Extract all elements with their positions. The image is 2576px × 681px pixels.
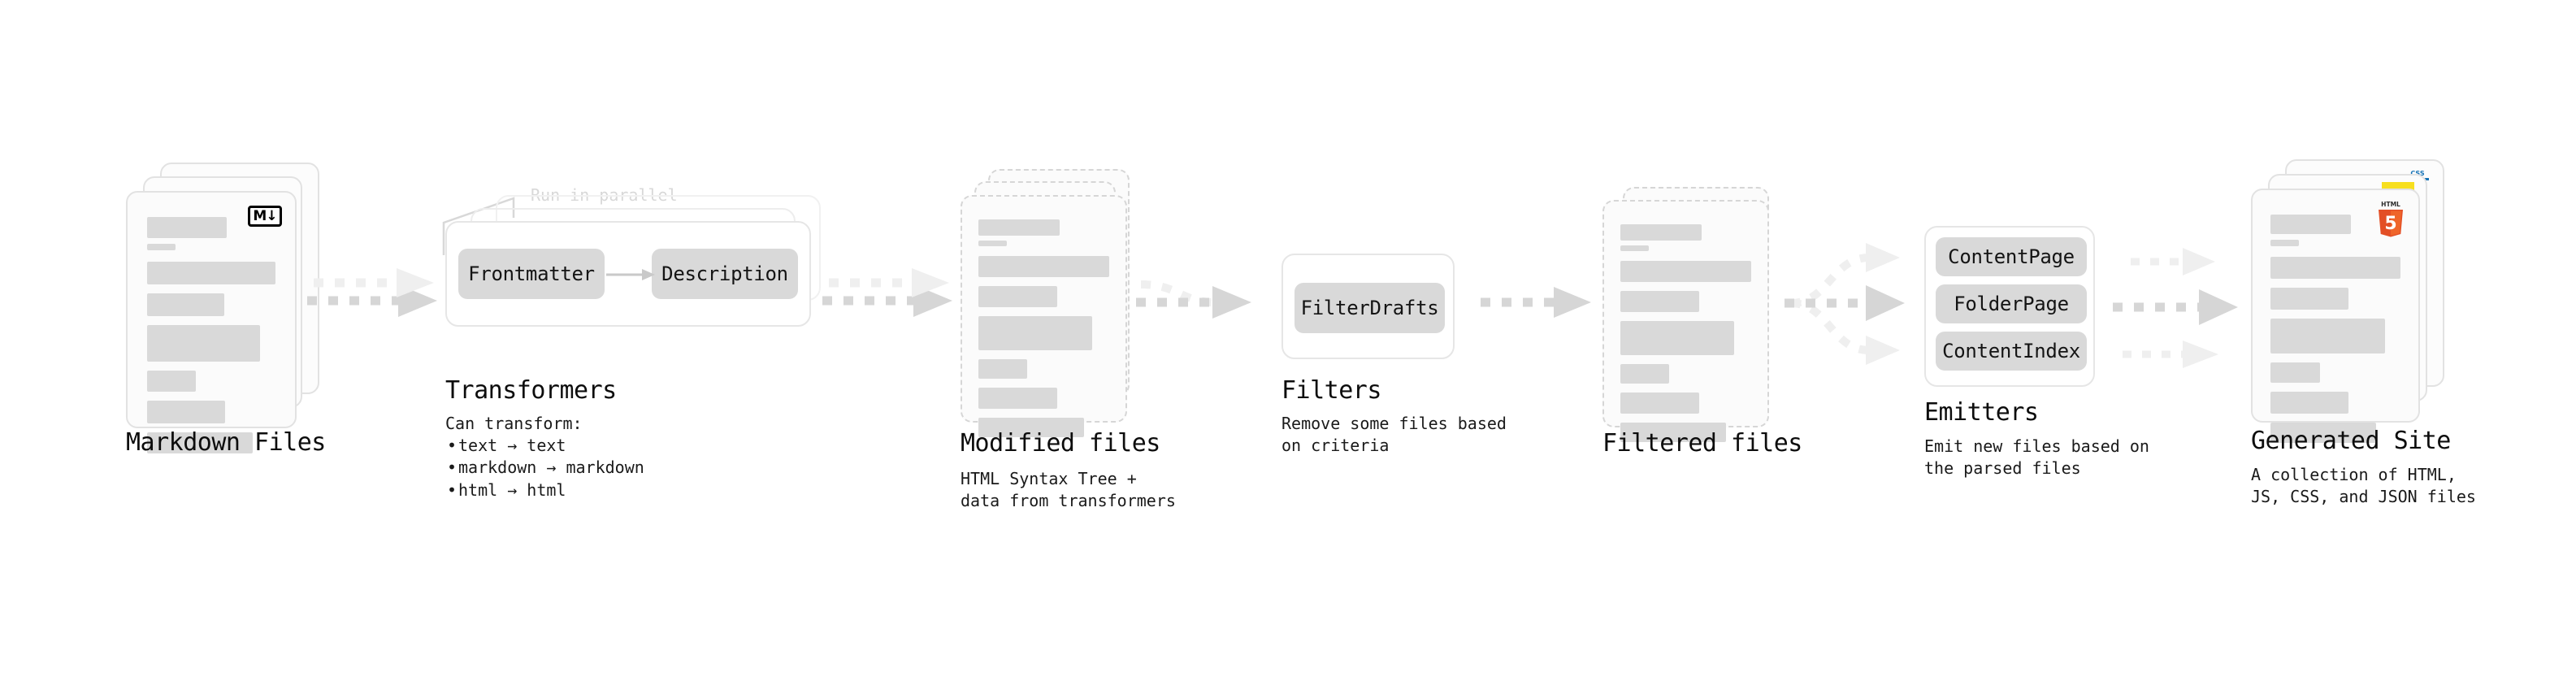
arrow-filtered-to-emitters <box>1785 243 1905 365</box>
transformer-chip-description[interactable]: Description <box>652 249 798 299</box>
generated-site-card-stack: CSS HTML 5 <box>2251 159 2454 443</box>
arrow-head-faint-up <box>1866 243 1900 272</box>
doc-bar <box>2270 392 2348 414</box>
markdown-files-title: Markdown Files <box>126 428 326 457</box>
emitters-description: Emit new files based on the parsed files <box>1924 436 2149 479</box>
doc-bar <box>2270 288 2348 310</box>
html5-badge-text: HTML <box>2381 201 2400 208</box>
transformers-group: Run in parallel Frontmatter Description <box>442 185 827 358</box>
filters-title: Filters <box>1281 376 1381 405</box>
doc-bar <box>147 293 224 316</box>
doc-bar <box>978 316 1093 350</box>
transformers-panel-front: Frontmatter Description <box>445 221 811 327</box>
arrow-head-faint-down <box>2183 340 2218 368</box>
doc-bar <box>1620 423 1727 442</box>
markdown-files-card-stack: M↓ <box>126 163 321 453</box>
modified-card-front <box>961 195 1127 437</box>
modified-files-card-stack <box>961 169 1156 437</box>
arrow-head <box>1212 286 1251 319</box>
doc-bar-title <box>147 217 227 238</box>
doc-bar <box>2270 319 2385 354</box>
markdown-badge: M↓ <box>248 206 282 227</box>
transformers-bullet-list: text → text markdown → markdown html → h… <box>445 435 644 501</box>
doc-bar-subtitle <box>2270 240 2300 246</box>
arrow-head-faint-down <box>1866 336 1900 365</box>
filters-group: FilterDrafts <box>1281 254 1455 359</box>
arrow-filters-to-filtered <box>1481 287 1591 318</box>
arrow-emitters-to-site <box>2113 248 2238 368</box>
arrow-head-faint-up <box>2183 248 2215 275</box>
transformers-bullet: text → text <box>445 435 644 457</box>
filtered-files-card-stack <box>1602 187 1798 447</box>
transformers-description: Can transform: text → text markdown → ma… <box>445 413 644 501</box>
arrow-shaft-faint-up <box>1790 254 1870 307</box>
filters-description: Remove some files based on criteria <box>1281 414 1507 456</box>
doc-bar-title <box>1620 224 1702 241</box>
emitters-title: Emitters <box>1924 398 2039 427</box>
generated-card-content <box>2270 215 2400 452</box>
doc-bar <box>978 256 1109 277</box>
arrow-shaft-faint-down <box>1790 299 1870 354</box>
modified-files-title: Modified files <box>961 429 1160 458</box>
transformers-title: Transformers <box>445 376 617 405</box>
emitter-chip-contentpage[interactable]: ContentPage <box>1936 237 2087 276</box>
generated-site-title: Generated Site <box>2251 427 2451 455</box>
html5-badge: HTML 5 <box>2374 200 2407 237</box>
arrow-mod-to-filters <box>1136 280 1251 319</box>
doc-bar <box>1620 393 1699 414</box>
modified-files-description: HTML Syntax Tree + data from transformer… <box>961 469 1176 511</box>
emitter-chip-contentindex[interactable]: ContentIndex <box>1936 332 2087 371</box>
filtered-card-content <box>1620 224 1751 451</box>
css3-badge-text: CSS <box>2410 170 2424 177</box>
transformer-inner-arrow <box>606 269 655 280</box>
arrow-head <box>2199 289 2238 325</box>
doc-bar <box>2270 257 2400 279</box>
arrow-head-faint <box>912 268 949 297</box>
markdown-card-content <box>147 217 275 462</box>
doc-bar <box>978 388 1057 409</box>
filtered-card-front <box>1602 200 1769 442</box>
arrow-head <box>1866 285 1905 321</box>
doc-bar <box>1620 364 1669 384</box>
arrow-head-faint <box>397 268 434 297</box>
doc-bar-title <box>978 219 1060 236</box>
generated-site-description: A collection of HTML, JS, CSS, and JSON … <box>2251 465 2476 507</box>
arrow-transformers-to-mod <box>822 268 952 317</box>
emitters-group: ContentPage FolderPage ContentIndex <box>1924 226 2095 387</box>
markdown-card-front: M↓ <box>126 191 297 453</box>
arrow-md-to-transformers <box>307 268 437 317</box>
doc-bar <box>147 371 197 392</box>
doc-bar <box>147 432 253 453</box>
html5-badge-digit: 5 <box>2384 214 2396 234</box>
doc-bar <box>1620 261 1751 282</box>
html5-badge-glyph: HTML 5 <box>2379 201 2403 237</box>
transformers-bullet: markdown → markdown <box>445 457 644 479</box>
emitter-chip-folderpage[interactable]: FolderPage <box>1936 284 2087 323</box>
doc-bar-subtitle <box>1620 245 1650 251</box>
doc-bar-title <box>2270 215 2352 234</box>
arrow-head <box>1554 287 1591 318</box>
html5-shield-inner <box>2391 210 2402 236</box>
doc-bar <box>1620 321 1735 355</box>
doc-bar <box>978 286 1057 307</box>
doc-bar <box>2270 423 2376 443</box>
filtered-files-title: Filtered files <box>1602 429 1802 458</box>
transformer-chip-frontmatter[interactable]: Frontmatter <box>458 249 605 299</box>
doc-bar <box>978 359 1027 379</box>
transformers-bullet: html → html <box>445 479 644 501</box>
doc-bar <box>147 262 275 284</box>
doc-bar <box>978 418 1085 437</box>
modified-card-content <box>978 219 1109 446</box>
generated-card-front: HTML 5 <box>2251 189 2420 443</box>
doc-bar <box>147 401 226 423</box>
transformers-desc-lead: Can transform: <box>445 414 583 433</box>
doc-bar-subtitle <box>978 241 1008 246</box>
doc-bar <box>1620 291 1699 312</box>
doc-bar <box>147 325 261 362</box>
filter-chip-filterdrafts[interactable]: FilterDrafts <box>1295 283 1445 333</box>
doc-bar-subtitle <box>147 244 176 250</box>
doc-bar <box>2270 362 2320 383</box>
